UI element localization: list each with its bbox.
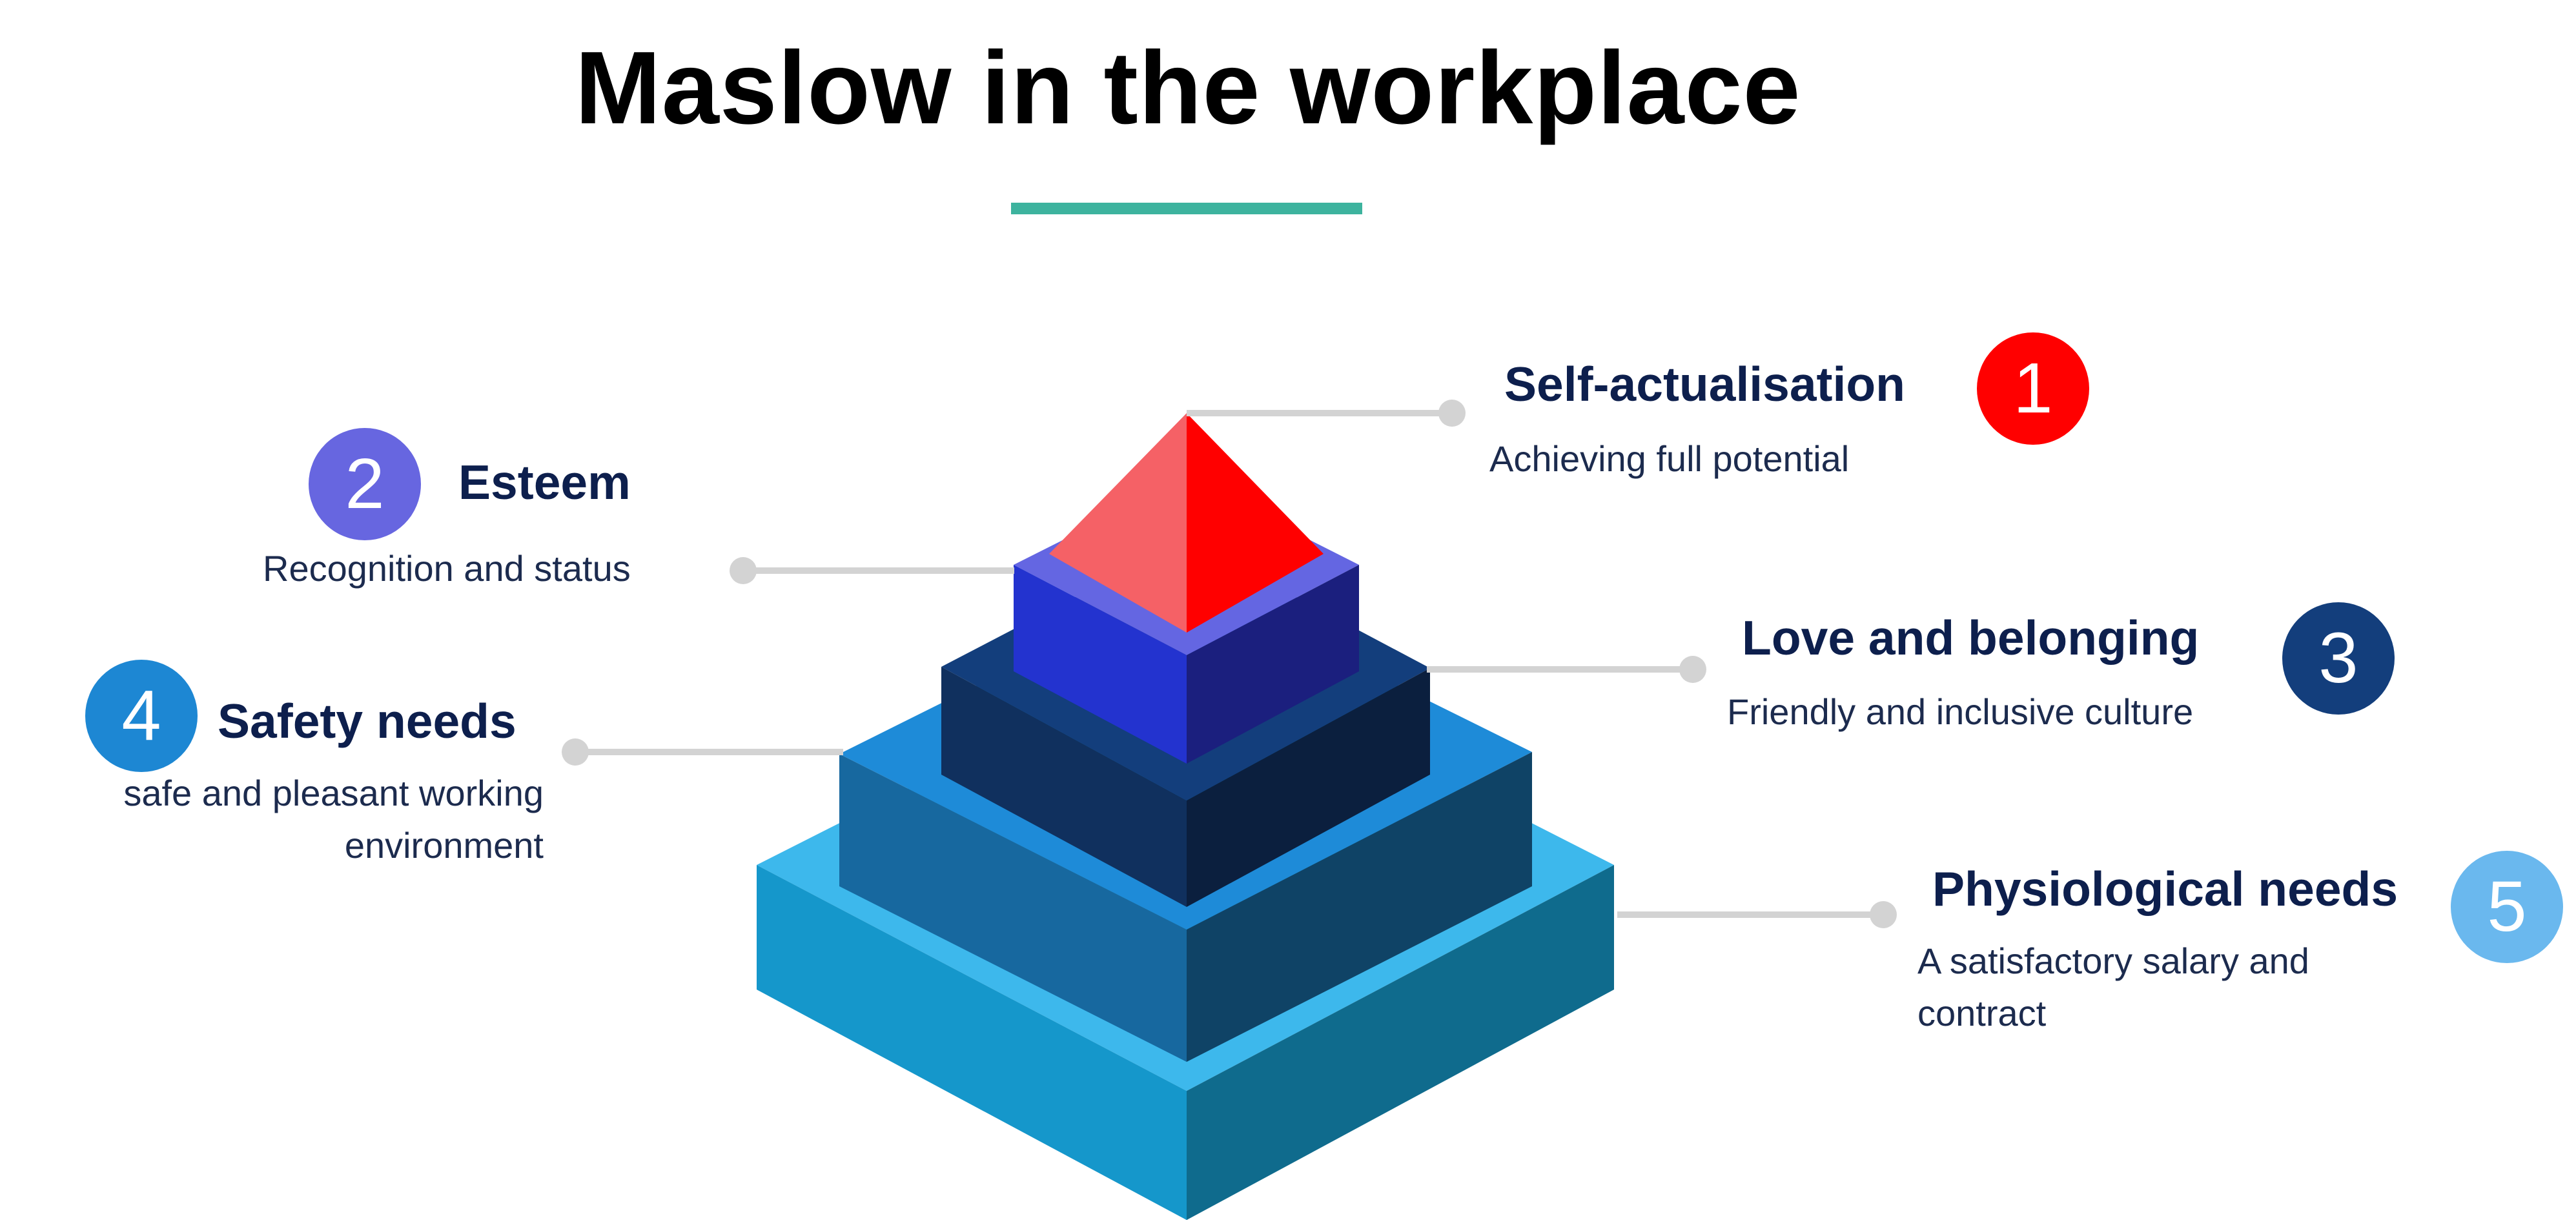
level-3-description: Friendly and inclusive culture [1727,691,2194,732]
level-3-badge: 3 [2282,602,2395,715]
connector-line-4 [575,749,843,755]
level-5-description: A satisfactory salary and contract [1917,940,2309,1033]
level-1-badge: 1 [1977,332,2089,445]
level-2-description: Recognition and status [263,548,631,589]
level-4-badge: 4 [85,660,198,772]
level-5-title: Physiological needs [1932,862,2398,916]
page-title: Maslow in the workplace [575,30,1801,145]
connector-line-3 [1427,666,1693,673]
pyramid-tier-1 [1049,413,1324,633]
connector-line-1 [1187,410,1453,416]
level-2-badge: 2 [309,428,421,540]
level-2-title: Esteem [458,455,631,509]
connector-dot-5 [1870,901,1897,928]
connector-line-5 [1617,911,1883,918]
level-3-title: Love and belonging [1742,611,2200,665]
connector-dot-3 [1679,656,1706,683]
connector-line-2 [743,567,1014,574]
title-underline [1011,203,1362,214]
level-4-description: safe and pleasant working environment [123,773,544,866]
level-1-title: Self-actualisation [1504,357,1905,411]
level-4-title: Safety needs [218,694,516,748]
connector-dot-1 [1438,400,1466,427]
level-1-description: Achieving full potential [1489,438,1850,479]
level-5-badge: 5 [2451,851,2563,963]
